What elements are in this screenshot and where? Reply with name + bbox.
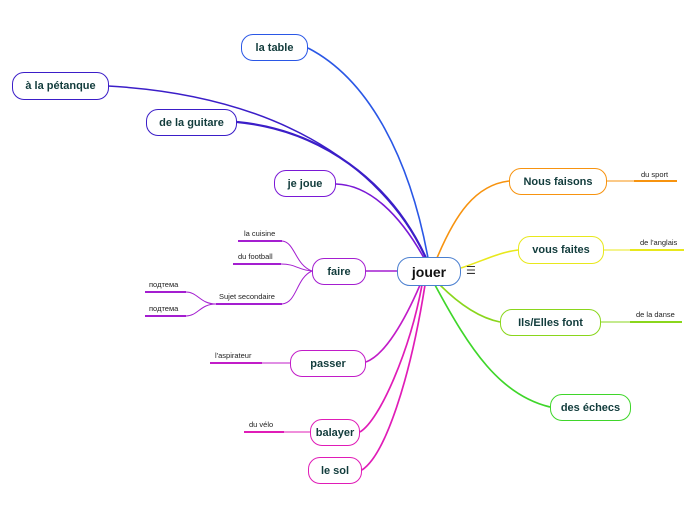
node-la-table[interactable]: la table bbox=[241, 34, 308, 61]
connector-podtema-2 bbox=[185, 303, 217, 317]
connector-du-football bbox=[280, 263, 313, 272]
node-a-la-petanque[interactable]: à la pétanque bbox=[12, 72, 109, 100]
leaf-du-football[interactable]: du football bbox=[238, 252, 273, 261]
connector-des-echecs bbox=[434, 284, 551, 408]
node-ils-elles-font[interactable]: Ils/Elles font bbox=[500, 309, 601, 336]
connector-la-table bbox=[307, 47, 429, 259]
central-topic[interactable]: jouer bbox=[397, 257, 461, 286]
node-vous-faites[interactable]: vous faites bbox=[518, 236, 604, 264]
connector-vous-faites bbox=[460, 249, 519, 269]
node-passer[interactable]: passer bbox=[290, 350, 366, 377]
leaf-du-velo[interactable]: du vélo bbox=[249, 420, 274, 429]
node-balayer[interactable]: balayer bbox=[310, 419, 360, 446]
hamburger-menu-icon[interactable]: ☰ bbox=[466, 265, 476, 277]
connector-le-sol bbox=[361, 284, 426, 471]
node-nous-faisons[interactable]: Nous faisons bbox=[509, 168, 607, 195]
connector-nous-faisons bbox=[436, 180, 510, 259]
node-de-la-guitare[interactable]: de la guitare bbox=[146, 109, 237, 136]
connector-de-la-guitare bbox=[236, 120, 427, 259]
connector-passer bbox=[365, 284, 421, 363]
leaf-podtema-2[interactable]: подтема bbox=[149, 304, 179, 313]
connector-balayer bbox=[359, 284, 423, 433]
connector-la-cuisine bbox=[281, 240, 313, 272]
leaf-de-l-anglais[interactable]: de l'anglais bbox=[640, 238, 678, 247]
leaf-du-sport[interactable]: du sport bbox=[641, 170, 669, 179]
connector-ils-elles-font bbox=[439, 284, 501, 323]
leaf-de-la-danse[interactable]: de la danse bbox=[636, 310, 675, 319]
leaf-la-cuisine[interactable]: la cuisine bbox=[244, 229, 276, 238]
leaf-l-aspirateur[interactable]: l'aspirateur bbox=[215, 351, 252, 360]
node-des-echecs[interactable]: des échecs bbox=[550, 394, 631, 421]
leaf-podtema-1[interactable]: подтема bbox=[149, 280, 179, 289]
node-le-sol[interactable]: le sol bbox=[308, 457, 362, 484]
connector-sujet-secondaire bbox=[281, 270, 313, 305]
node-je-joue[interactable]: je joue bbox=[274, 170, 336, 197]
connector-podtema-1 bbox=[185, 291, 217, 305]
node-faire[interactable]: faire bbox=[312, 258, 366, 285]
leaf-sujet-secondaire[interactable]: Sujet secondaire bbox=[219, 292, 275, 301]
connector-je-joue bbox=[335, 183, 425, 259]
